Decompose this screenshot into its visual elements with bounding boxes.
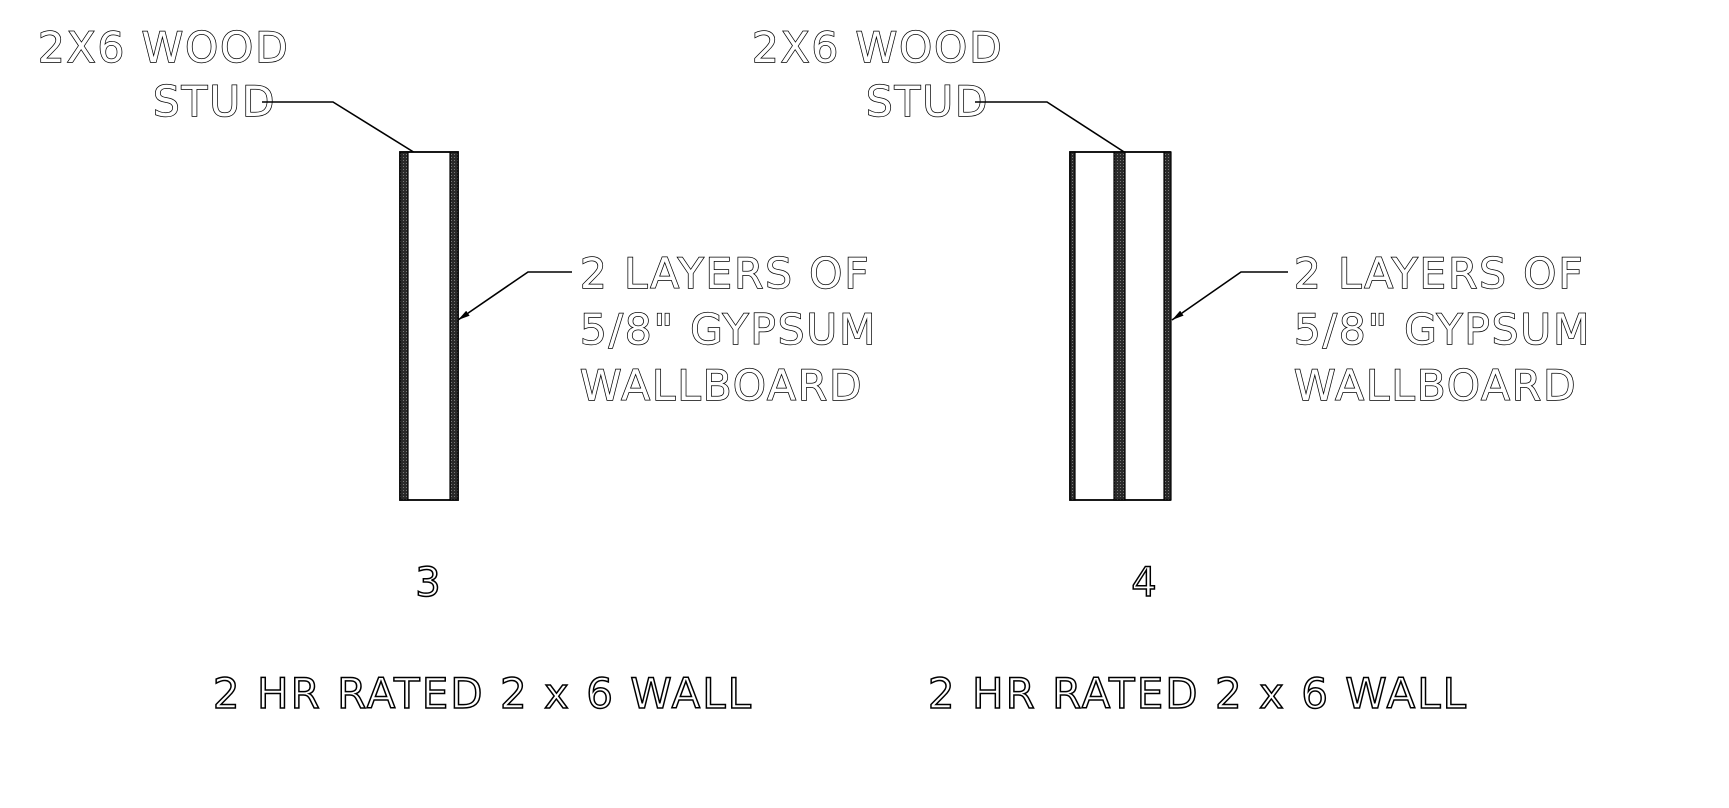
detail-4-stud-label-line1: 2X6 WOOD xyxy=(752,23,1004,72)
detail-4-gypsum-leader xyxy=(1171,271,1288,321)
detail-4-stud-label-line2: STUD xyxy=(866,77,989,126)
detail-3-gypsum-leader xyxy=(457,271,572,321)
detail-4-gypsum-label-line1: 2 LAYERS OF xyxy=(1294,249,1585,298)
detail-3-stud-label-line1: 2X6 WOOD xyxy=(38,23,290,72)
detail-3-gypsum-label-line3: WALLBOARD xyxy=(580,361,863,410)
detail-4-gypsum-layer-center xyxy=(1113,151,1126,501)
detail-3-gypsum-layer-right xyxy=(449,151,459,501)
detail-3-wall-outline xyxy=(399,151,459,501)
detail-3-number: 3 xyxy=(415,560,440,606)
detail-3-gypsum-label-line2: 5/8" GYPSUM xyxy=(580,305,877,354)
detail-3: 2X6 WOOD STUD 2 LAYERS OF 5/8" GYPSUM WA… xyxy=(37,22,877,719)
detail-4: 2X6 WOOD STUD 2 LAYERS OF 5/8" GYPSUM WA… xyxy=(751,22,1591,719)
detail-4-gypsum-layer-left xyxy=(1069,151,1076,501)
detail-4-title: 2 HR RATED 2 x 6 WALL xyxy=(928,669,1468,718)
detail-4-stud-leader xyxy=(975,101,1139,162)
detail-4-number: 4 xyxy=(1131,560,1156,606)
detail-3-gypsum-label-line1: 2 LAYERS OF xyxy=(580,249,871,298)
detail-3-gypsum-layer-left xyxy=(399,151,409,501)
detail-4-gypsum-label-line2: 5/8" GYPSUM xyxy=(1294,305,1591,354)
detail-4-gypsum-layer-right xyxy=(1163,151,1172,501)
detail-4-gypsum-label-line3: WALLBOARD xyxy=(1294,361,1577,410)
detail-3-stud-label-line2: STUD xyxy=(153,77,276,126)
detail-3-title: 2 HR RATED 2 x 6 WALL xyxy=(213,669,753,718)
detail-3-stud-leader xyxy=(262,101,429,162)
